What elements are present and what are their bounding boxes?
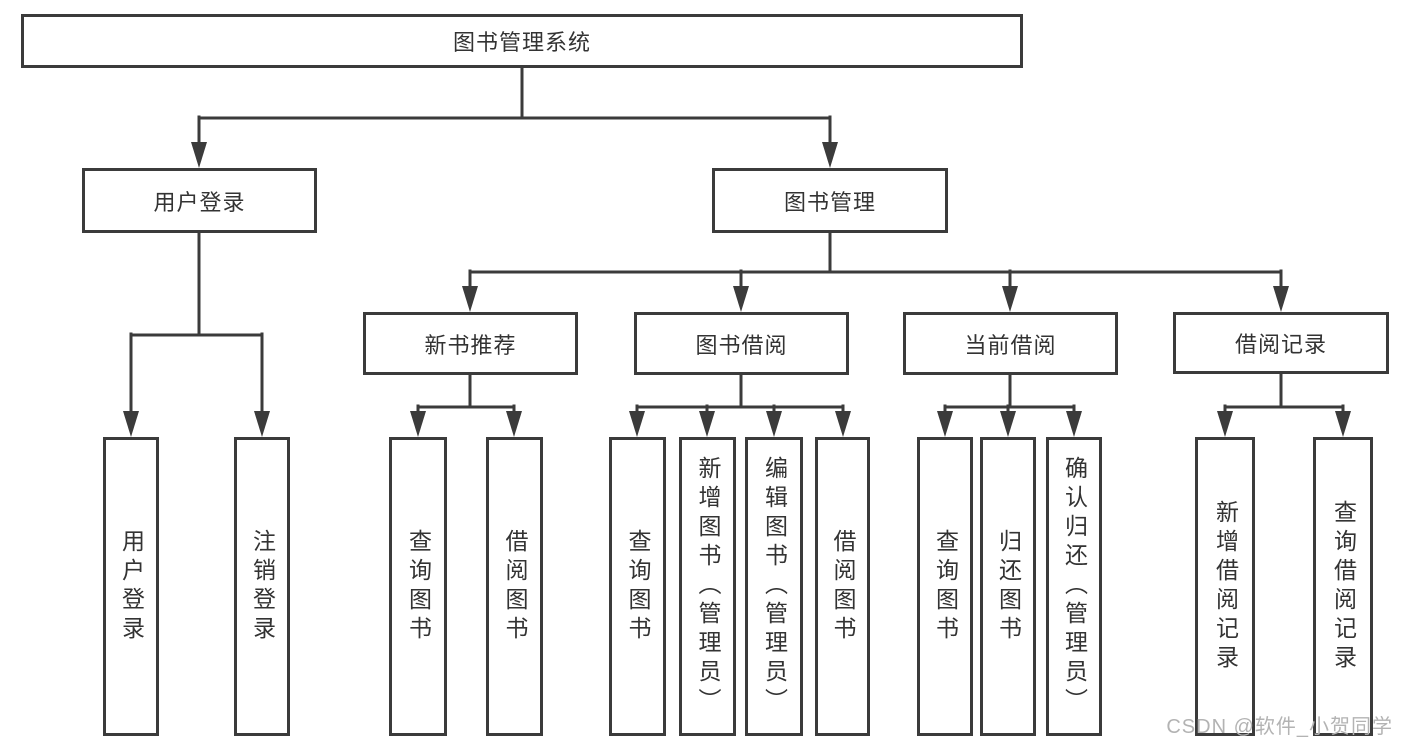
leaf-borrow-books-2: 借阅图书: [815, 437, 870, 736]
leaf-confirm-return-admin: 确认归还（管理员）: [1046, 437, 1102, 736]
node-current-borrow: 当前借阅: [903, 312, 1118, 375]
node-book-borrow: 图书借阅: [634, 312, 849, 375]
watermark: CSDN @软件_小贺同学: [1166, 716, 1393, 738]
node-user-login: 用户登录: [82, 168, 317, 233]
leaf-return-book: 归还图书: [980, 437, 1036, 736]
leaf-user-login: 用户登录: [103, 437, 159, 736]
leaf-edit-book-admin: 编辑图书（管理员）: [745, 437, 803, 736]
leaf-query-books-1: 查询图书: [389, 437, 447, 736]
leaf-query-books-3: 查询图书: [917, 437, 973, 736]
leaf-add-book-admin: 新增图书（管理员）: [679, 437, 736, 736]
node-book-management: 图书管理: [712, 168, 948, 233]
leaf-logout: 注销登录: [234, 437, 290, 736]
leaf-query-books-2: 查询图书: [609, 437, 666, 736]
node-library-management-system: 图书管理系统: [21, 14, 1023, 68]
leaf-borrow-books-1: 借阅图书: [486, 437, 543, 736]
node-new-book-recommend: 新书推荐: [363, 312, 578, 375]
leaf-query-borrow-record: 查询借阅记录: [1313, 437, 1373, 736]
node-borrow-records: 借阅记录: [1173, 312, 1389, 374]
leaf-add-borrow-record: 新增借阅记录: [1195, 437, 1255, 736]
